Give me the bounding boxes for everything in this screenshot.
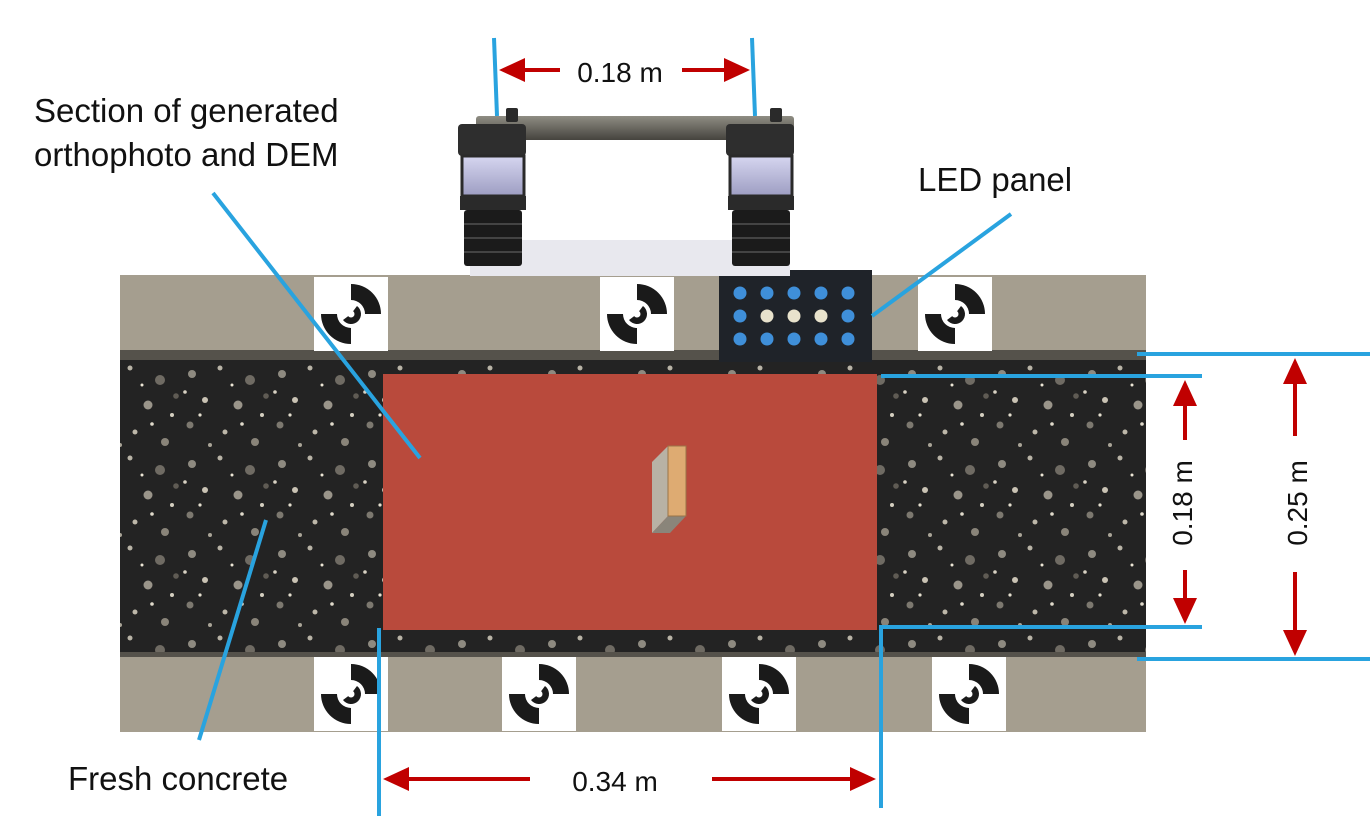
camera-baseline-label: 0.18 m	[577, 57, 663, 88]
led-dot	[841, 309, 855, 323]
rail-groove-top	[120, 350, 1146, 360]
section-label-line1: Section of generated	[34, 92, 339, 129]
circular-target-marker-icon	[600, 277, 674, 351]
camera-baseline-ext-right	[750, 37, 757, 117]
led-dot	[814, 309, 828, 323]
led-dot	[733, 286, 747, 300]
circular-target-marker-icon	[314, 657, 388, 731]
led-dot	[787, 286, 801, 300]
led-panel-label: LED panel	[918, 161, 1072, 198]
led-dot	[787, 309, 801, 323]
camera-bar	[476, 116, 794, 140]
conveyor	[120, 270, 1146, 732]
text-labels: Section of generated orthophoto and DEM …	[34, 57, 1313, 797]
led-panel	[719, 270, 872, 362]
stereo-camera-icon	[458, 108, 794, 276]
orthophoto-dem-section	[383, 374, 877, 630]
camera-baseline-arrow-right	[682, 58, 750, 82]
led-dot	[760, 309, 774, 323]
led-dot	[787, 332, 801, 346]
belt-width-arrow-down	[1283, 572, 1307, 656]
led-grid	[733, 286, 855, 346]
led-panel-leader	[870, 212, 1013, 318]
led-dot	[814, 286, 828, 300]
right-camera-icon	[726, 124, 794, 266]
camera-baseline-arrow-left	[499, 58, 560, 82]
left-camera-icon	[458, 124, 526, 266]
fresh-concrete-leader	[197, 519, 268, 741]
circular-target-marker-icon	[502, 657, 576, 731]
dimension-arrows	[383, 58, 1307, 791]
section-width-label: 0.18 m	[1167, 460, 1198, 546]
section-label-line2: orthophoto and DEM	[34, 136, 339, 173]
led-dot	[841, 286, 855, 300]
circular-target-marker-icon	[722, 657, 796, 731]
section-leader	[211, 191, 422, 460]
circular-target-marker-icon	[932, 657, 1006, 731]
leader-lines	[197, 37, 1370, 816]
section-width-arrow-down	[1173, 570, 1197, 624]
block-object-icon	[652, 445, 687, 533]
section-length-arrow-left	[383, 767, 530, 791]
section-length-label: 0.34 m	[572, 766, 658, 797]
led-dot	[733, 332, 747, 346]
belt-width-arrow-up	[1283, 358, 1307, 436]
section-length-ext-right	[879, 625, 1202, 808]
led-dot	[814, 332, 828, 346]
led-dot	[841, 332, 855, 346]
led-dot	[733, 309, 747, 323]
camera-baseline-ext-left	[492, 37, 499, 117]
circular-target-marker-icon	[314, 277, 388, 351]
fresh-concrete-label: Fresh concrete	[68, 760, 288, 797]
section-width-arrow-up	[1173, 380, 1197, 440]
circular-target-marker-icon	[918, 277, 992, 351]
belt-width-label: 0.25 m	[1282, 460, 1313, 546]
rail-groove-bottom	[120, 652, 1146, 658]
led-dot	[760, 332, 774, 346]
led-dot	[760, 286, 774, 300]
section-length-arrow-right	[712, 767, 876, 791]
